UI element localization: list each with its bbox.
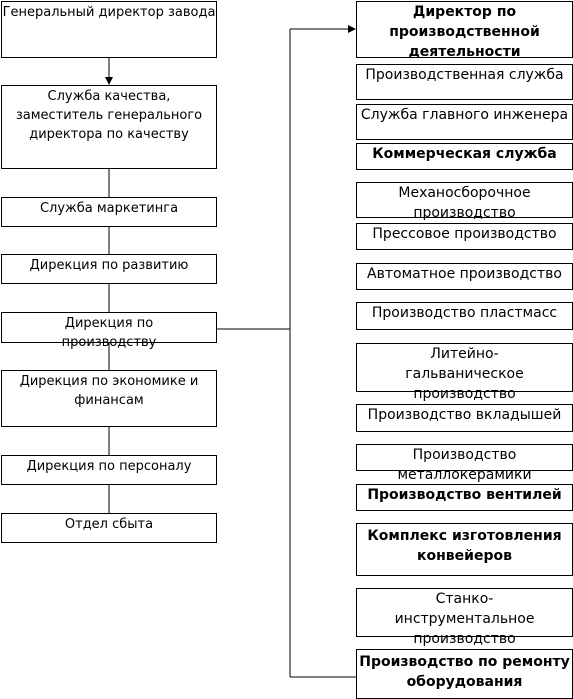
equipment-repair-box: Производство по ремонту оборудования: [356, 649, 573, 699]
machine-tool-production-box: Станко-инструментальное производство: [356, 588, 573, 647]
general-director-box: Генеральный директор завода: [1, 1, 217, 58]
commercial-service-label: Коммерческая служба: [372, 146, 557, 162]
commercial-service-box: Коммерческая служба: [356, 143, 573, 170]
conveyor-complex-box: Комплекс изготовления конвейеров: [356, 523, 573, 576]
personnel-directorate-label: Дирекция по персоналу: [26, 459, 192, 474]
machine-tool-production-label: Станко-инструментальное производство: [394, 591, 535, 647]
liners-production-label: Производство вкладышей: [367, 407, 562, 423]
chief-engineer-service-box: Служба главного инженера: [356, 104, 573, 140]
production-service-box: Производственная служба: [356, 64, 573, 100]
chief-engineer-service-label: Служба главного инженера: [360, 107, 569, 123]
press-production-label: Прессовое производство: [372, 226, 557, 242]
cermet-production-box: Производство металлокерамики: [356, 444, 573, 483]
sales-department-label: Отдел сбыта: [64, 517, 154, 532]
press-production-box: Прессовое производство: [356, 223, 573, 250]
casting-galvanic-label: Литейно-гальваническое производство: [405, 346, 524, 402]
quality-service-label: Служба качества, заместитель генеральног…: [15, 89, 203, 142]
marketing-service-box: Служба маркетинга: [1, 197, 217, 227]
production-directorate-label: Дирекция по производству: [61, 316, 157, 350]
valves-production-box: Производство вентилей: [356, 484, 573, 511]
automatic-production-label: Автоматное производство: [367, 266, 562, 282]
liners-production-box: Производство вкладышей: [356, 404, 573, 432]
plastics-production-box: Производство пластмасс: [356, 302, 573, 330]
production-directorate-box: Дирекция по производству: [1, 312, 217, 350]
casting-galvanic-box: Литейно-гальваническое производство: [356, 343, 573, 402]
development-directorate-box: Дирекция по развитию: [1, 254, 217, 284]
sales-department-box: Отдел сбыта: [1, 513, 217, 543]
quality-service-box: Служба качества, заместитель генеральног…: [1, 85, 217, 169]
personnel-directorate-box: Дирекция по персоналу: [1, 455, 217, 485]
plastics-production-label: Производство пластмасс: [371, 305, 558, 321]
equipment-repair-label: Производство по ремонту оборудования: [359, 654, 570, 690]
economics-finance-directorate-label: Дирекция по экономике и финансам: [19, 374, 199, 408]
production-service-label: Производственная служба: [365, 67, 564, 83]
general-director-label: Генеральный директор завода: [2, 5, 216, 20]
cermet-production-label: Производство металлокерамики: [397, 447, 532, 483]
valves-production-label: Производство вентилей: [367, 487, 562, 503]
economics-finance-directorate-box: Дирекция по экономике и финансам: [1, 370, 217, 427]
conveyor-complex-label: Комплекс изготовления конвейеров: [367, 528, 562, 564]
automatic-production-box: Автоматное производство: [356, 263, 573, 290]
production-director-label: Директор по производственной деятельност…: [389, 4, 540, 60]
development-directorate-label: Дирекция по развитию: [29, 258, 189, 273]
marketing-service-label: Служба маркетинга: [39, 201, 179, 216]
production-director-box: Директор по производственной деятельност…: [356, 1, 573, 60]
mechanical-assembly-box: Механосборочное производство: [356, 182, 573, 221]
mechanical-assembly-label: Механосборочное производство: [398, 185, 531, 221]
